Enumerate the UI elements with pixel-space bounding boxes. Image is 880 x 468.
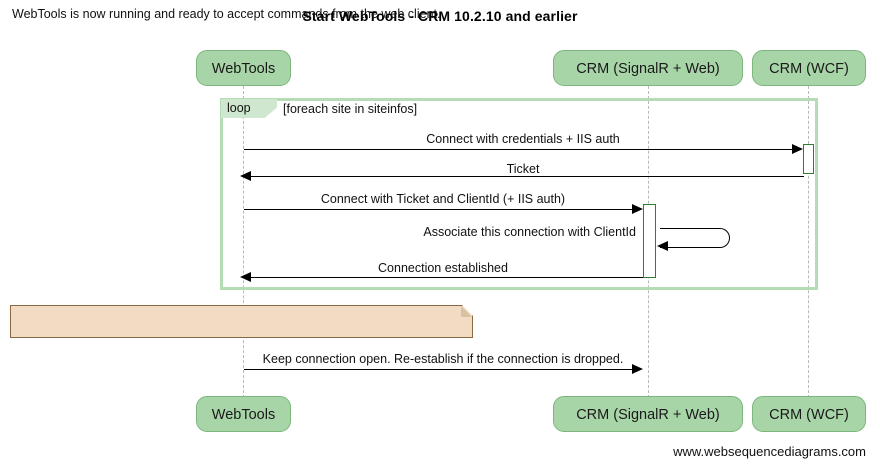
participant-label: CRM (WCF) <box>769 61 849 77</box>
loop-fragment-tab: loop <box>221 99 277 118</box>
message-line-connection-established <box>243 277 643 278</box>
participant-webtools-bottom[interactable]: WebTools <box>196 396 291 432</box>
participant-label: CRM (SignalR + Web) <box>576 407 720 423</box>
message-label-connection-established: Connection established <box>378 261 508 275</box>
footer-watermark: www.websequencediagrams.com <box>673 444 866 459</box>
loop-condition-label: [foreach site in siteinfos] <box>283 102 418 116</box>
participant-crm-signalr-web-top[interactable]: CRM (SignalR + Web) <box>553 50 743 86</box>
message-arrowhead-connection-established <box>240 272 251 282</box>
message-line-connect-ticket-clientid <box>244 209 633 210</box>
message-arrowhead-connect-credentials <box>792 144 803 154</box>
message-arrowhead-associate-connection <box>657 241 668 251</box>
lifeline-crm-wcf <box>808 86 809 398</box>
note-fold-corner <box>461 306 472 317</box>
message-arrowhead-ticket <box>240 171 251 181</box>
participant-crm-wcf-top[interactable]: CRM (WCF) <box>752 50 866 86</box>
message-label-keep-connection-open: Keep connection open. Re-establish if th… <box>262 352 624 366</box>
participant-label: WebTools <box>211 61 276 77</box>
message-label-ticket: Ticket <box>506 162 540 176</box>
message-label-associate-connection: Associate this connection with ClientId <box>423 225 636 239</box>
message-label-connect-credentials: Connect with credentials + IIS auth <box>426 132 620 146</box>
message-label-connect-ticket-clientid: Connect with Ticket and ClientId (+ IIS … <box>320 192 566 206</box>
participant-crm-signalr-web-bottom[interactable]: CRM (SignalR + Web) <box>553 396 743 432</box>
note-text: WebTools is now running and ready to acc… <box>12 7 441 21</box>
page-title: Start WebTools - CRM 10.2.10 and earlier <box>302 8 578 24</box>
activation-bar-crm-signalr-web <box>643 204 656 278</box>
message-line-ticket <box>243 176 804 177</box>
lifeline-webtools <box>243 86 244 398</box>
participant-label: CRM (SignalR + Web) <box>576 61 720 77</box>
message-line-connect-credentials <box>244 149 793 150</box>
message-arrowhead-keep-connection-open <box>632 364 643 374</box>
message-arrowhead-connect-ticket-clientid <box>632 204 643 214</box>
activation-bar-crm-wcf <box>803 144 814 174</box>
self-message-loop-crm-signalr-web <box>660 228 730 248</box>
message-line-keep-connection-open <box>244 369 633 370</box>
participant-crm-wcf-bottom[interactable]: CRM (WCF) <box>752 396 866 432</box>
note-box <box>10 305 473 338</box>
participant-label: CRM (WCF) <box>769 407 849 423</box>
loop-fragment <box>220 98 818 290</box>
loop-keyword-label: loop <box>227 101 251 115</box>
participant-webtools-top[interactable]: WebTools <box>196 50 291 86</box>
participant-label: WebTools <box>211 407 276 423</box>
